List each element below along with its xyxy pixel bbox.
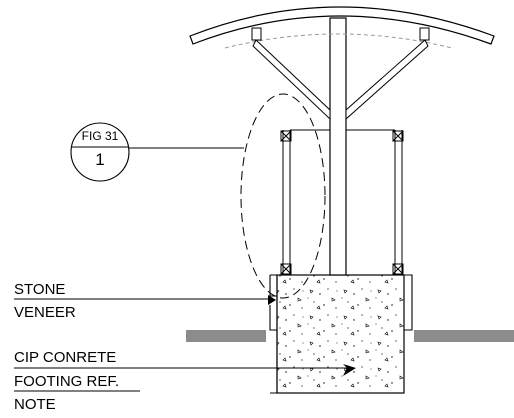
stone-veneer-left [269,274,278,394]
detail-callout-ellipse [240,93,326,299]
cip-leader-arrow [343,364,356,376]
callout-figure-ref: FIG 31 [81,129,119,143]
concrete-footing [276,274,405,394]
canopy-struts [251,27,430,121]
glazing-frame [280,129,404,275]
canopy-underside-dashed [224,33,453,49]
detail-callout-bubble [70,122,130,182]
ground-line-left [186,330,266,342]
stone-veneer-label-line2: VENEER [14,304,76,321]
cip-concrete-label-line2: FOOTING REF. [14,373,119,390]
ground-line-right [414,330,514,342]
cip-concrete-label-line1: CIP CONRETE [14,349,117,366]
stone-veneer-right [404,274,413,331]
canopy-roof [189,6,495,45]
cip-concrete-label-line3: NOTE [14,396,56,413]
stone-leader-arrow [268,295,276,305]
steel-column [329,17,347,276]
callout-detail-number: 1 [95,150,105,169]
stone-veneer-label-line1: STONE [14,281,66,298]
